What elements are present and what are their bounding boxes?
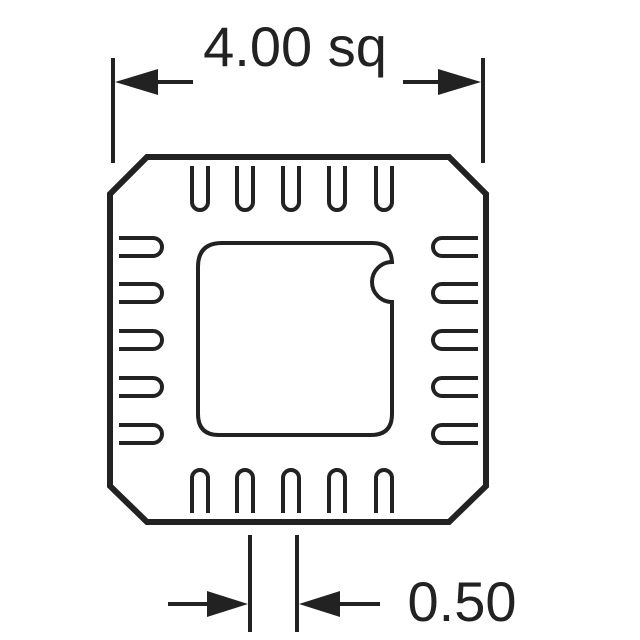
pad [327,468,347,513]
exposed-pad [196,241,395,437]
pitch-label: 0.50 [408,570,517,633]
pad [431,282,478,304]
pad [119,376,164,398]
pad [374,468,394,513]
right-pads [431,236,478,445]
pad [431,329,478,351]
top-pads [190,166,394,212]
pad [190,166,210,212]
body-size-arrow-left [115,69,193,95]
package-body-outline [107,154,489,525]
pitch-arrow-left [168,591,248,617]
pitch-arrow-right [299,591,380,617]
pad [119,236,164,258]
pad [119,329,164,351]
pad [235,468,255,513]
pad [431,376,478,398]
pad [281,166,301,212]
pad [235,166,255,212]
pad [431,236,478,258]
body-size-label: 4.00 sq [203,15,387,78]
pad [190,468,210,513]
pad [119,423,164,445]
body-size-arrow-right [403,69,481,95]
pad [281,468,301,513]
left-pads [119,236,164,445]
pad [327,166,347,212]
bottom-pads [190,468,394,513]
pad [374,166,394,212]
pad [119,282,164,304]
pad [431,423,478,445]
